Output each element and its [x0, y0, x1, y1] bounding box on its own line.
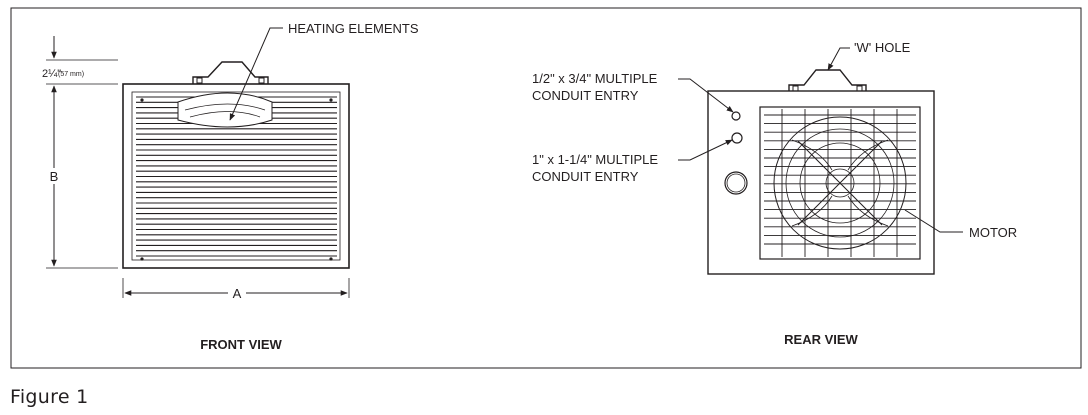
rear-view-label: REAR VIEW: [784, 332, 858, 347]
motor-callout: MOTOR: [969, 225, 1017, 240]
conduit-knockout-small: [731, 111, 741, 121]
conduit-knockout-large: [731, 132, 743, 144]
figure-caption: Figure 1: [10, 386, 89, 408]
front-bracket: [192, 61, 269, 84]
rear-view: 'W' HOLE 1/2" x 3/4" MULTIPLE CONDUIT EN…: [532, 40, 1017, 347]
dim-top-value: 2¼": [42, 68, 61, 80]
conduit-small-line1: 1/2" x 3/4" MULTIPLE: [532, 71, 658, 86]
front-view: HEATING ELEMENTS 2¼" (57 mm) B A FRONT V…: [42, 21, 419, 352]
conduit-large-line1: 1" x 1-1/4" MULTIPLE: [532, 152, 658, 167]
dim-height-label: B: [50, 169, 59, 184]
dim-width-label: A: [233, 286, 242, 301]
conduit-large-line2: CONDUIT ENTRY: [532, 169, 639, 184]
motor-body: [799, 142, 881, 224]
figure-frame: [10, 7, 1082, 369]
dim-top-mm: (57 mm): [58, 71, 84, 78]
rear-grille: [764, 109, 916, 257]
heating-elements-callout: HEATING ELEMENTS: [288, 21, 419, 36]
conduit-small-line2: CONDUIT ENTRY: [532, 88, 639, 103]
front-view-label: FRONT VIEW: [200, 337, 282, 352]
w-hole-callout: 'W' HOLE: [854, 40, 911, 55]
rear-bracket: [788, 69, 867, 91]
power-knockout: [724, 171, 748, 195]
